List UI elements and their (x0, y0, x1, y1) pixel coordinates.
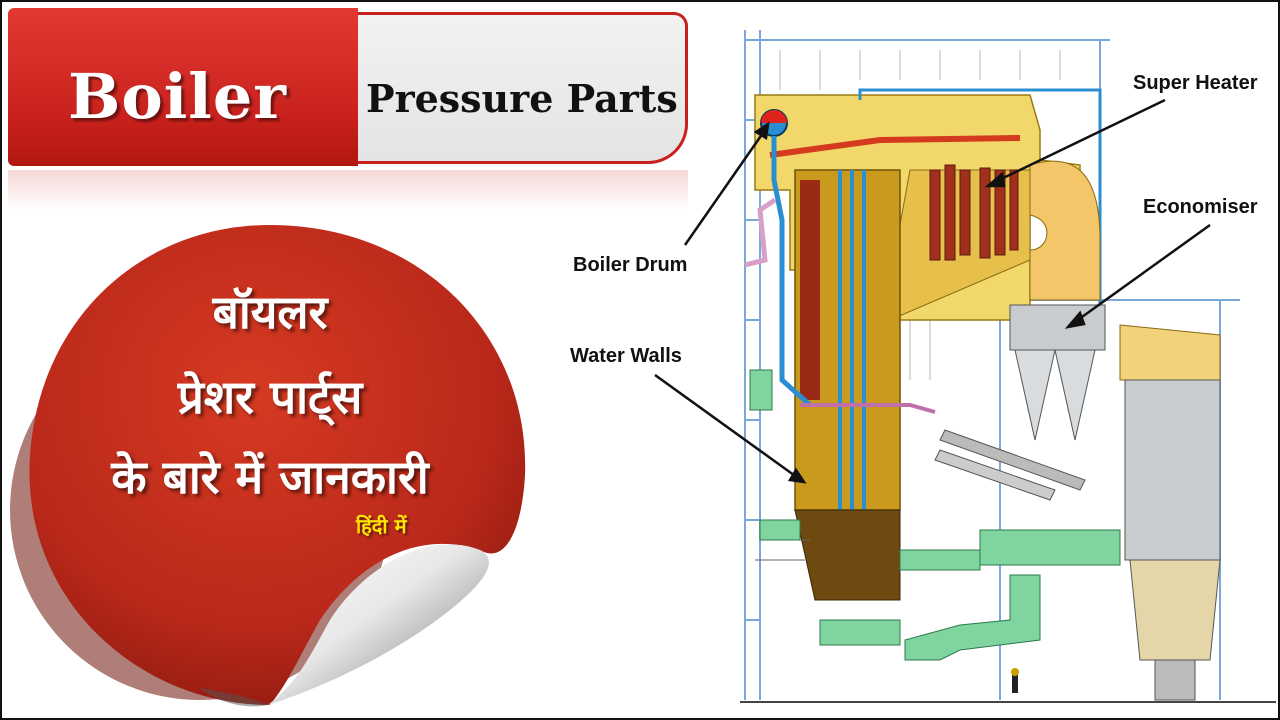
boiler-diagram: Super Heater Economiser Boiler Drum Wate… (560, 20, 1276, 710)
superheater-coils (929, 164, 1019, 261)
label-water-walls: Water Walls (570, 345, 682, 367)
label-boiler-drum: Boiler Drum (573, 254, 688, 276)
banner-reflection (8, 170, 688, 210)
gas-duct (1029, 160, 1101, 301)
sticker-body (29, 225, 526, 705)
hindi-tag: हिंदी में (356, 514, 407, 538)
sticker-curl (268, 544, 489, 705)
title-main: Boiler (68, 60, 287, 133)
title-banner: Boiler Pressure Parts (8, 8, 688, 210)
hindi-line-3: के बारे में जानकारी (111, 450, 429, 504)
air-heater (1124, 379, 1221, 561)
furnace-hopper (794, 509, 901, 601)
banner-red-panel (8, 8, 358, 166)
annotation-arrows (654, 98, 1211, 484)
banner-grey-panel (358, 12, 688, 164)
title-subtitle: Pressure Parts (366, 76, 678, 121)
label-economiser: Economiser (1143, 196, 1258, 218)
hindi-line-2: प्रेशर पार्ट्स (177, 370, 363, 424)
boiler-drawing (654, 30, 1276, 703)
label-super-heater: Super Heater (1133, 72, 1258, 94)
air-ducts (749, 369, 1121, 661)
water-wall-left (800, 180, 820, 400)
hindi-line-1: बॉयलर (212, 285, 328, 339)
downcomers (838, 170, 866, 540)
hindi-sticker: बॉयलर प्रेशर पार्ट्स के बारे में जानकारी… (0, 200, 560, 720)
